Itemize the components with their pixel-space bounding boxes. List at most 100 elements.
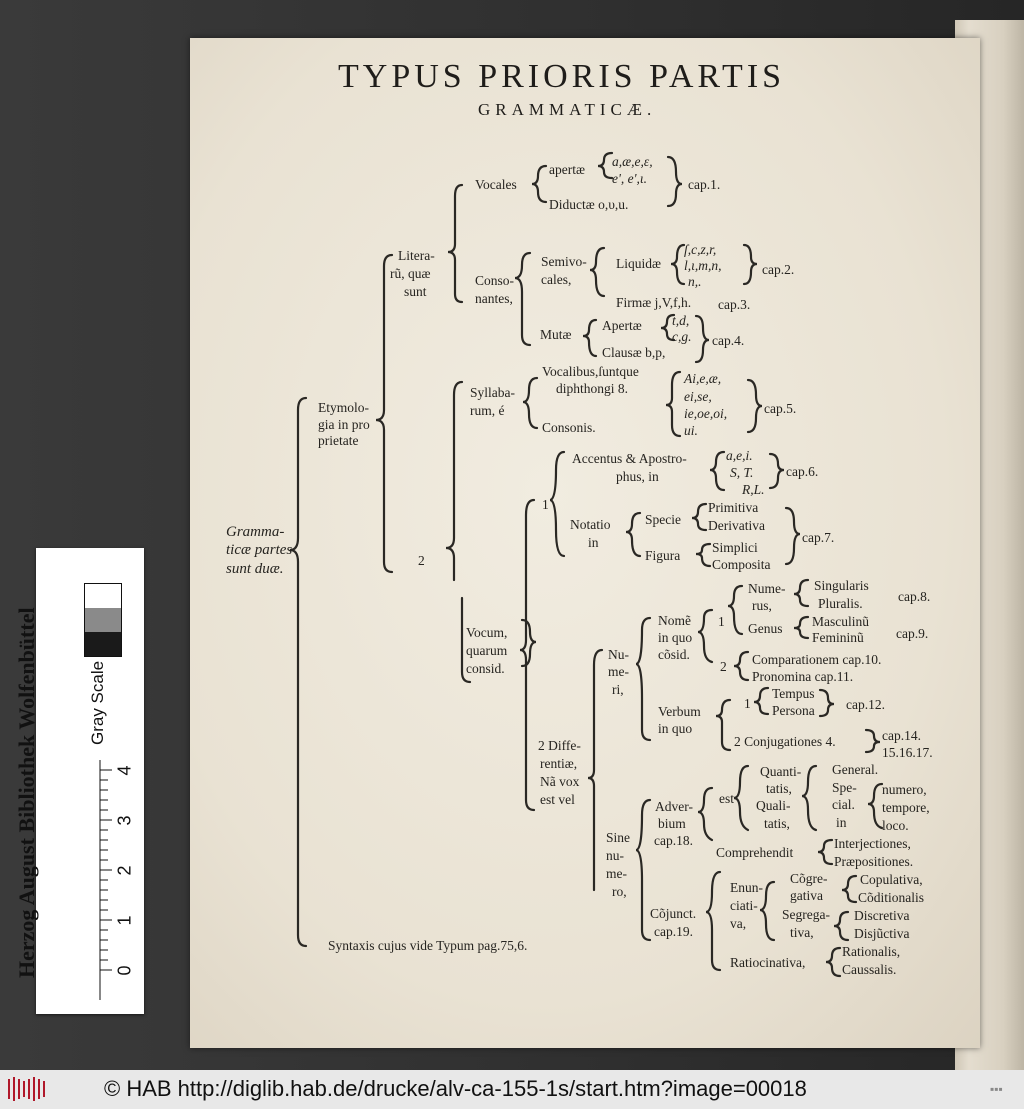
consonantes-label-1: Conso- xyxy=(475,273,515,288)
ruler-num-3: 3 xyxy=(114,815,135,826)
composita-label: Composita xyxy=(712,557,771,572)
accentus-signs-3: R,L. xyxy=(742,482,765,497)
specie-label: Specie xyxy=(645,512,681,527)
vocum-label-1: Vocum, xyxy=(466,625,508,640)
vocalibus-label-1: Vocalibus,ſuntque xyxy=(542,364,639,379)
diductae-label: Diductæ o,υ,u. xyxy=(549,197,629,212)
diph-letters-1: Ai,e,æ, xyxy=(684,371,722,386)
derivativa-label: Derivativa xyxy=(708,518,765,533)
special-label-3: in xyxy=(836,815,847,830)
nomen-label-2: in quo xyxy=(658,630,693,645)
special-label-1: Spe- xyxy=(832,780,857,795)
apertae-label: apertæ xyxy=(549,162,585,177)
quantitatis-label-1: Quanti- xyxy=(760,764,802,779)
interjectiones-label: Interjectiones, xyxy=(834,836,911,851)
footer-link[interactable]: © HAB http://diglib.hab.de/drucke/alv-ca… xyxy=(104,1076,807,1101)
differentiae-label-4: est vel xyxy=(540,792,575,807)
conjunctio-label-1: Cõjunct. xyxy=(650,906,697,921)
enunciativa-label-2: ciati- xyxy=(730,898,758,913)
ruler-num-4: 4 xyxy=(114,765,135,776)
conjugationes-label: 2 Conjugationes 4. xyxy=(734,734,836,749)
differentiae-label-1: 2 Diffe- xyxy=(538,738,581,753)
quantitatis-label-2: tatis, xyxy=(766,781,792,796)
accentus-label-2: phus, in xyxy=(616,469,659,484)
mutae-apertae-letters-2: c,g. xyxy=(672,329,692,344)
gray-scale-swatches xyxy=(84,583,122,657)
firmae-label: Firmæ j,V,f,h. xyxy=(616,295,692,310)
ruler-ticks xyxy=(99,760,112,1000)
liquidae-label: Liquidæ xyxy=(616,256,662,271)
disjunctiva-label: Disjũctiva xyxy=(854,926,910,941)
nomen-label-3: cõsid. xyxy=(658,647,690,662)
praepositiones-label: Præpositiones. xyxy=(834,854,914,869)
sine-label-3: me- xyxy=(606,866,627,881)
pronomina-label: Pronomina cap.11. xyxy=(752,669,854,684)
differentiae-label-3: Nã vox xyxy=(540,774,580,789)
diph-letters-4: ui. xyxy=(684,423,698,438)
enunciativa-label-3: va, xyxy=(730,916,747,931)
numerus-label-2: rus, xyxy=(752,598,772,613)
cap3-label: cap.3. xyxy=(718,297,751,312)
vocum-label-3: consid. xyxy=(466,661,505,676)
numerus-label-1: Nume- xyxy=(748,581,786,596)
literarum-label-2: rũ, quæ xyxy=(390,266,431,281)
verbum-num1: 1 xyxy=(744,696,751,711)
etymologia-num2: 2 xyxy=(418,553,425,568)
differentiae-label-2: rentiæ, xyxy=(540,756,578,771)
adverbium-label-1: Adver- xyxy=(655,799,693,814)
nomen-num2: 2 xyxy=(720,659,727,674)
adverbium-label-3: cap.18. xyxy=(654,833,693,848)
accentus-signs-1: a,e,i. xyxy=(726,448,753,463)
nomen-label-1: Nomẽ xyxy=(658,613,691,628)
ruler-num-0: 0 xyxy=(114,965,135,976)
pluralis-label: Pluralis. xyxy=(818,596,863,611)
primitiva-label: Primitiva xyxy=(708,500,759,515)
diph-letters-3: ie,oe,oi, xyxy=(684,406,728,421)
footer-bar xyxy=(0,1070,1024,1109)
diph-letters-2: ei,se, xyxy=(684,389,712,404)
masculinum-label: Masculinũ xyxy=(812,614,869,629)
consonantes-label-2: nantes, xyxy=(475,291,513,306)
footer-dots: ▪▪▪ xyxy=(990,1082,1003,1096)
numeri-label-3: ri, xyxy=(612,682,624,697)
verbum-label-1: Verbum xyxy=(658,704,701,719)
ruler-num-1: 1 xyxy=(114,915,135,926)
simplici-label: Simplici xyxy=(712,540,758,555)
tempore-label: tempore, xyxy=(882,800,930,815)
mutae-clausae-label: Clausæ b,p, xyxy=(602,345,666,360)
cap6-label: cap.6. xyxy=(786,464,819,479)
semivocales-label-1: Semivo- xyxy=(541,254,587,269)
numeri-label-1: Nu- xyxy=(608,647,629,662)
persona-label: Persona xyxy=(772,703,815,718)
semivocales-label-2: cales, xyxy=(541,272,572,287)
vocum-label-2: quarum xyxy=(466,643,508,658)
liquidae-letters-1: ſ,c,z,r, xyxy=(684,242,717,257)
congregativa-label-2: gativa xyxy=(790,888,823,903)
accentus-label-1: Accentus & Apostro- xyxy=(572,451,687,466)
etymologia-label-1: Etymolo- xyxy=(318,400,369,415)
discretiva-label: Discretiva xyxy=(854,908,910,923)
root-label-1: Gramma- xyxy=(226,524,285,540)
cap9-label: cap.9. xyxy=(896,626,929,641)
cap2-label: cap.2. xyxy=(762,262,795,277)
qualitatis-label-1: Quali- xyxy=(756,798,791,813)
tempus-label: Tempus xyxy=(772,686,815,701)
enunciativa-label-1: Enun- xyxy=(730,880,763,895)
segregativa-label-1: Segrega- xyxy=(782,907,830,922)
adverbium-label-2: bium xyxy=(658,816,686,831)
copulativa-label: Copulativa, xyxy=(860,872,923,887)
page-subtitle: GRAMMATICÆ. xyxy=(478,100,657,119)
liquidae-letters-3: n,. xyxy=(688,274,702,289)
liquidae-letters-2: l,ι,m,n, xyxy=(684,258,722,273)
conjunctio-label-2: cap.19. xyxy=(654,924,693,939)
caussalis-label: Caussalis. xyxy=(842,962,897,977)
sine-label-2: nu- xyxy=(606,848,624,863)
etymologia-label-2: gia in pro xyxy=(318,417,370,432)
root-label-3: sunt duæ. xyxy=(226,561,284,577)
apertae-letters-2: e', e',ι. xyxy=(612,171,648,186)
special-label-2: cial. xyxy=(832,797,855,812)
swatch-black xyxy=(85,632,121,656)
verbum-label-2: in quo xyxy=(658,721,693,736)
cap15-label: 15.16.17. xyxy=(882,745,933,760)
conditionalis-label: Cõditionalis xyxy=(858,890,925,905)
